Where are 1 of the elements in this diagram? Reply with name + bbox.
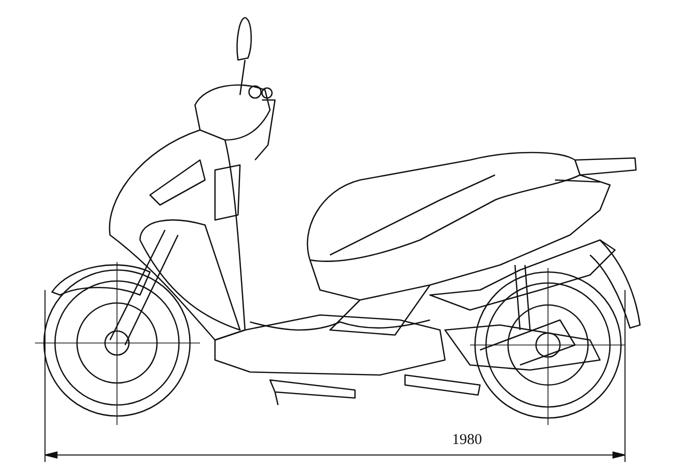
dimension-value: 1980 <box>452 432 482 448</box>
